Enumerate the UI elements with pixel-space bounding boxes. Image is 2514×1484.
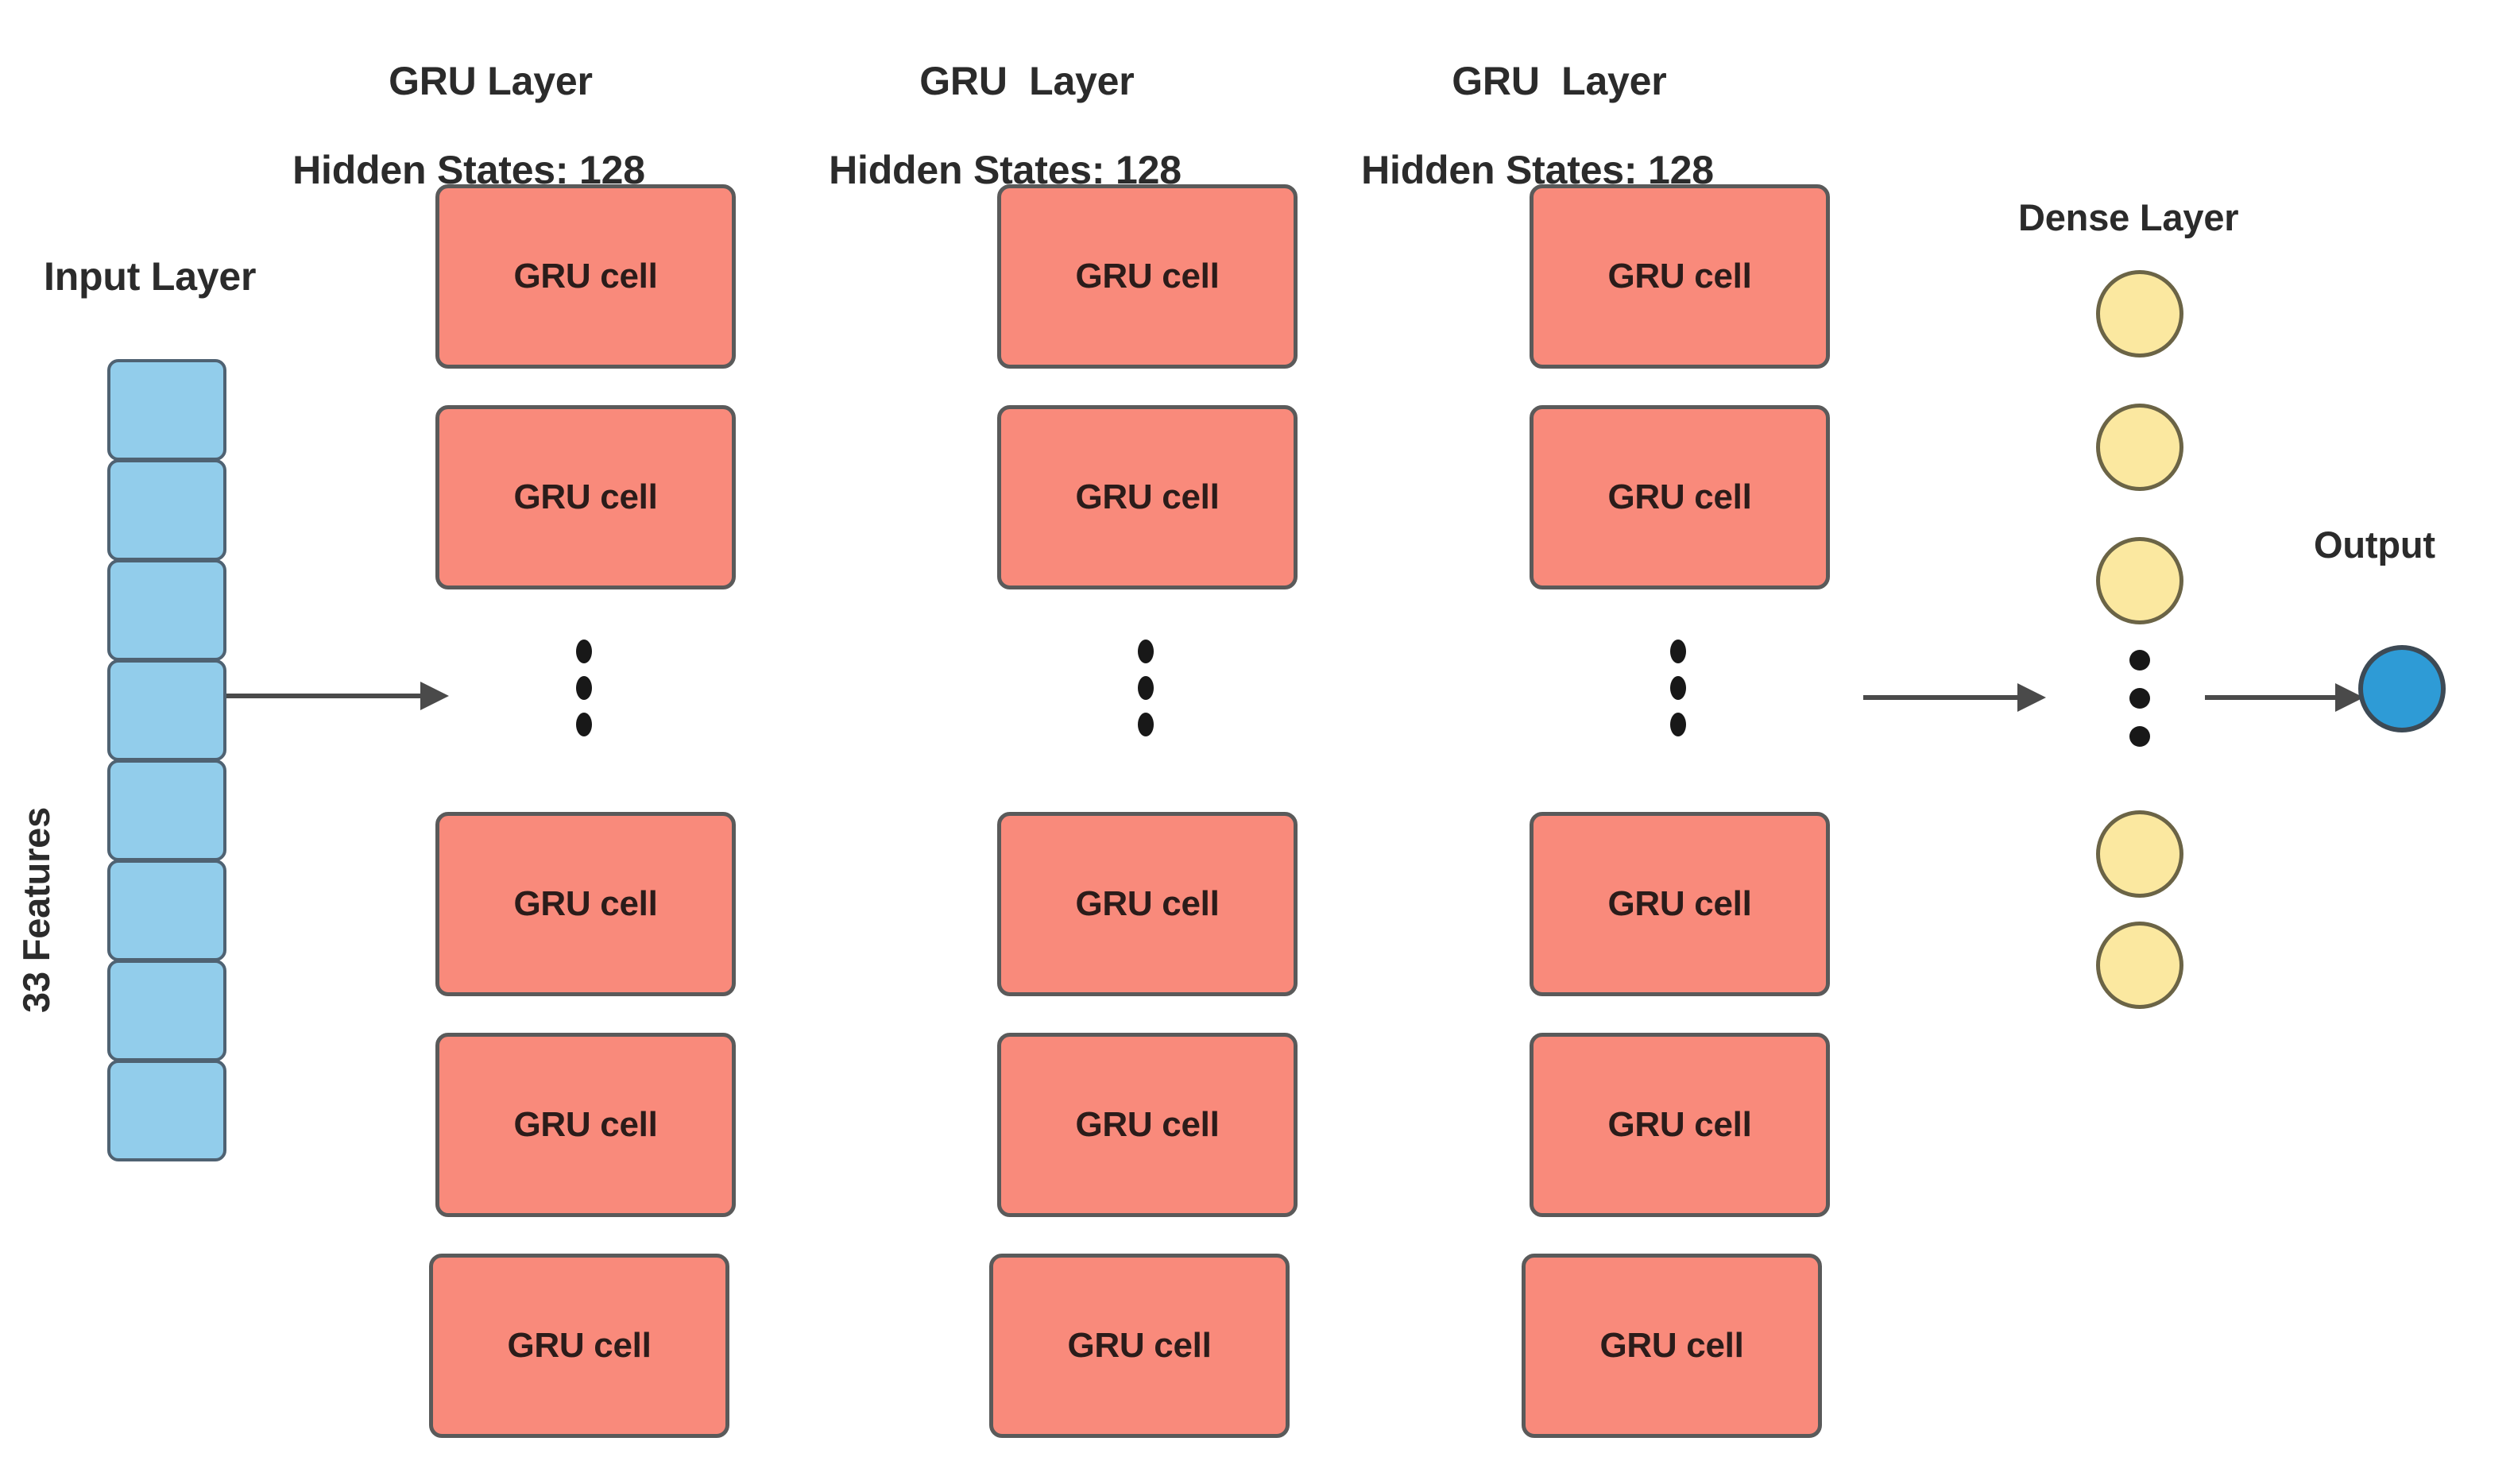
dot [576,713,592,736]
gru-cell[interactable]: GRU cell [997,405,1298,589]
gru-cell[interactable]: GRU cell [1530,1033,1830,1217]
arrow-input-to-gru1 [226,674,449,718]
dense-node[interactable] [2096,810,2183,898]
gru-cell-label: GRU cell [1075,477,1220,516]
input-box[interactable] [107,960,226,1061]
dot [2129,688,2150,709]
dot [2129,650,2150,671]
gru-cell-label: GRU cell [1599,1326,1744,1365]
gru-cell[interactable]: GRU cell [1530,184,1830,369]
dot [1670,640,1686,663]
dense-node[interactable] [2096,922,2183,1009]
dot [1138,713,1154,736]
gru-cell[interactable]: GRU cell [1522,1254,1822,1438]
gru-column-1-title-line1: GRU Layer [389,59,593,103]
gru-cell[interactable]: GRU cell [997,184,1298,369]
gru-cell[interactable]: GRU cell [435,1033,736,1217]
dot [1670,713,1686,736]
gru-cell[interactable]: GRU cell [989,1254,1290,1438]
input-box[interactable] [107,759,226,861]
gru-cell-label: GRU cell [507,1326,652,1365]
gru-cell-label: GRU cell [1607,1105,1752,1144]
dot [576,676,592,700]
gru-column-3-ellipsis-icon [1670,640,1686,736]
dense-node[interactable] [2096,404,2183,491]
input-layer-title: Input Layer [44,254,257,299]
input-box[interactable] [107,459,226,561]
dense-node[interactable] [2096,537,2183,624]
gru-cell-label: GRU cell [513,884,658,923]
gru-cell[interactable]: GRU cell [1530,405,1830,589]
dense-node[interactable] [2096,270,2183,357]
gru-cell[interactable]: GRU cell [429,1254,729,1438]
output-layer-title: Output [2314,524,2435,566]
gru-cell-label: GRU cell [1607,477,1752,516]
gru-cell[interactable]: GRU cell [1530,812,1830,996]
gru-cell-label: GRU cell [513,257,658,296]
gru-column-2-ellipsis-icon [1138,640,1154,736]
input-box[interactable] [107,659,226,761]
dot [1138,676,1154,700]
gru-cell-label: GRU cell [1607,257,1752,296]
dot [2129,726,2150,747]
gru-cell-label: GRU cell [1607,884,1752,923]
gru-cell-label: GRU cell [513,477,658,516]
dense-layer-ellipsis-icon [2129,650,2150,747]
gru-cell-label: GRU cell [1075,884,1220,923]
gru-cell-label: GRU cell [1067,1326,1212,1365]
gru-cell[interactable]: GRU cell [435,405,736,589]
gru-cell-label: GRU cell [513,1105,658,1144]
gru-cell[interactable]: GRU cell [435,812,736,996]
input-box[interactable] [107,1060,226,1161]
gru-column-3-title-line1: GRU Layer [1452,59,1667,103]
arrow-dense-to-output [2205,675,2364,720]
dot [1138,640,1154,663]
input-box[interactable] [107,559,226,661]
gru-cell[interactable]: GRU cell [435,184,736,369]
input-box[interactable] [107,359,226,461]
gru-column-2-title-line1: GRU Layer [919,59,1135,103]
arrow-gru3-to-dense [1863,675,2046,720]
input-box[interactable] [107,860,226,961]
gru-column-1-ellipsis-icon [576,640,592,736]
dot [576,640,592,663]
input-features-label: 33 Features [15,806,57,1013]
gru-cell[interactable]: GRU cell [997,812,1298,996]
gru-cell-label: GRU cell [1075,257,1220,296]
dot [1670,676,1686,700]
gru-cell[interactable]: GRU cell [997,1033,1298,1217]
dense-layer-title: Dense Layer [2018,196,2239,238]
gru-cell-label: GRU cell [1075,1105,1220,1144]
output-node[interactable] [2358,645,2446,732]
